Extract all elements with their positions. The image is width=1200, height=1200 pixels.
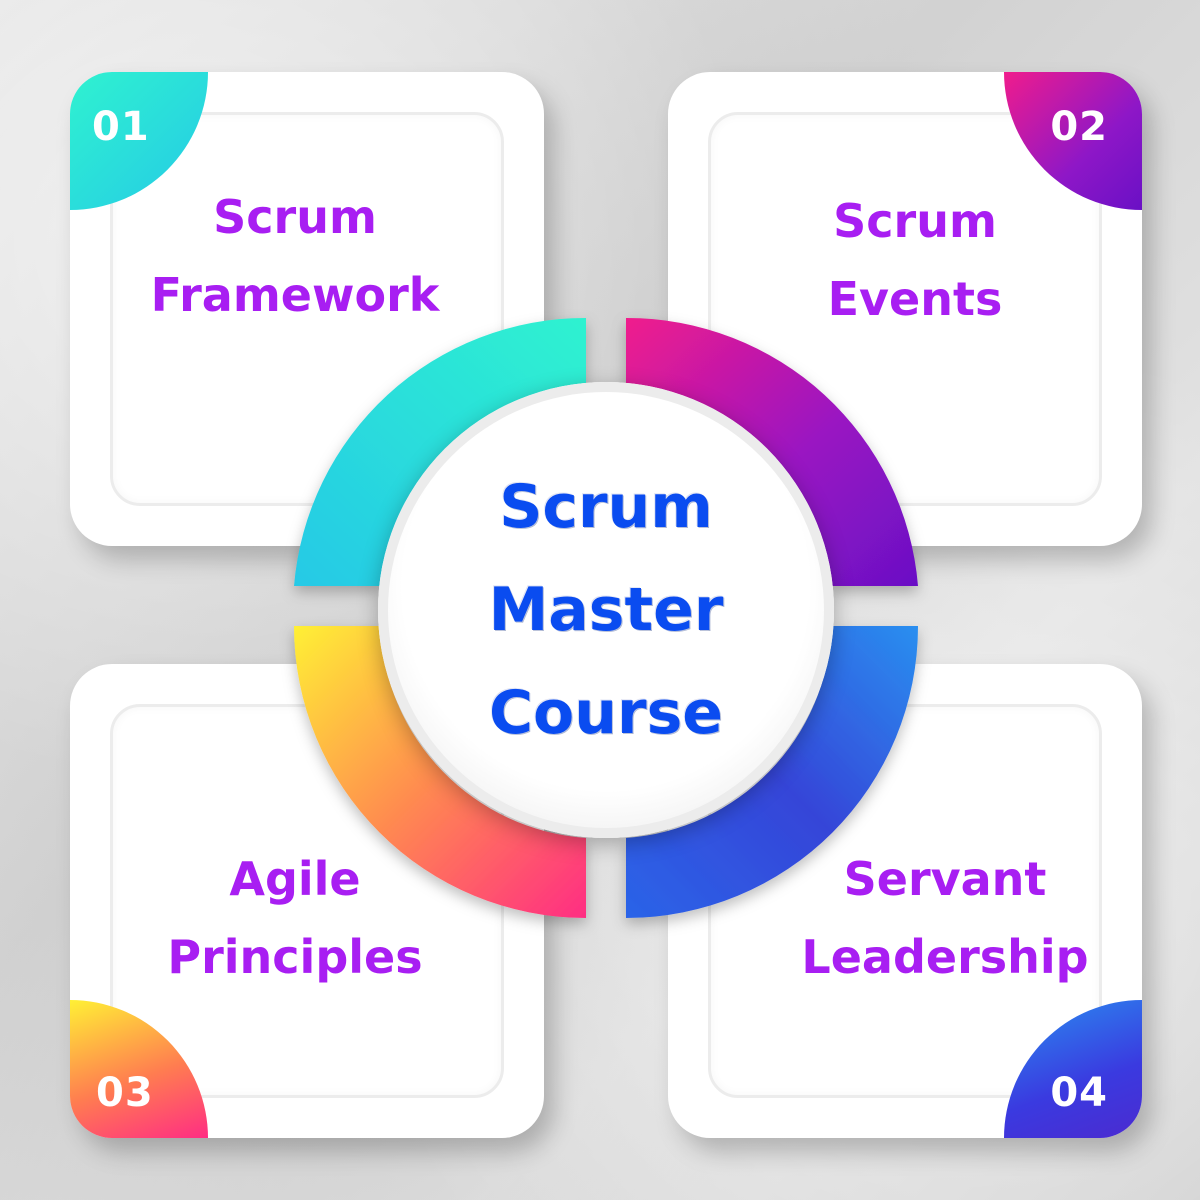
label-line: Events <box>827 272 1003 326</box>
center-title: Scrum Master Course <box>489 456 724 765</box>
card-label-agile-principles: Agile Principles <box>120 840 470 996</box>
center-title-line: Master <box>488 574 724 645</box>
label-line: Servant <box>843 852 1047 906</box>
card-label-servant-leadership: Servant Leadership <box>770 840 1120 996</box>
ring-segment-2 <box>626 317 918 586</box>
card-number: 02 <box>1050 104 1108 150</box>
label-line: Scrum <box>833 194 997 248</box>
card-label-scrum-framework: Scrum Framework <box>120 178 470 334</box>
label-line: Framework <box>150 268 440 322</box>
label-line: Leadership <box>801 930 1089 984</box>
card-number: 04 <box>1050 1070 1108 1116</box>
card-scrum-framework: 01 <box>70 72 544 546</box>
card-label-scrum-events: Scrum Events <box>740 182 1090 338</box>
card-number: 03 <box>96 1070 154 1116</box>
center-title-line: Scrum <box>499 471 713 542</box>
card-inner-border <box>110 112 504 506</box>
ring-segment-3 <box>294 626 586 918</box>
label-line: Agile <box>229 852 361 906</box>
label-line: Scrum <box>213 190 377 244</box>
center-hub: Scrum Master Course <box>378 382 834 838</box>
ring-segment-4 <box>626 626 918 918</box>
label-line: Principles <box>167 930 423 984</box>
card-number: 01 <box>92 104 150 150</box>
card-number-badge: 01 <box>70 72 208 210</box>
card-inner-border <box>708 112 1102 506</box>
center-title-line: Course <box>489 677 723 748</box>
